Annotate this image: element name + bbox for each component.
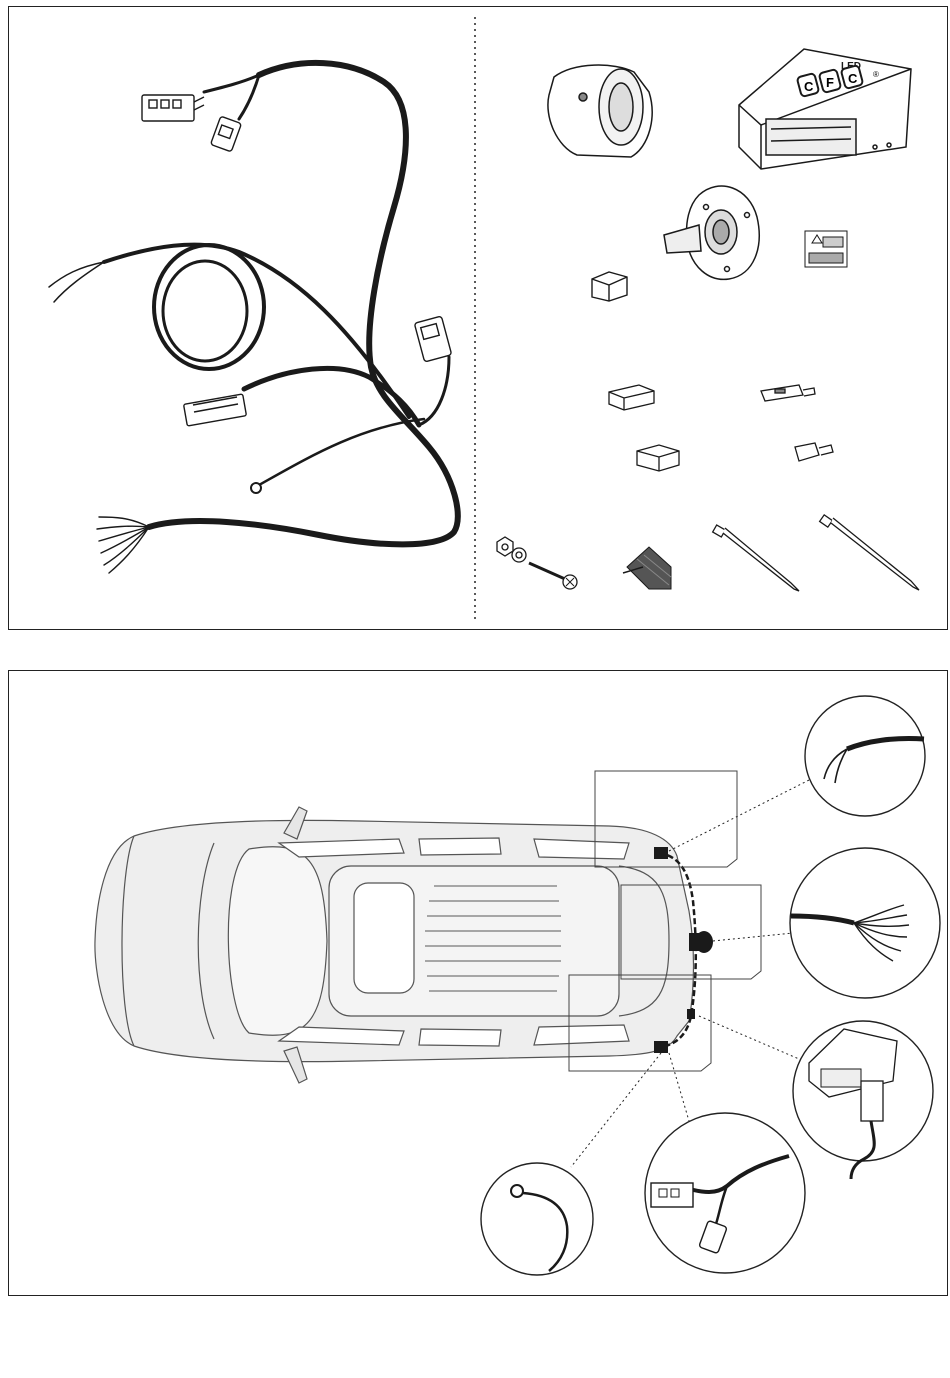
warning-sticker-icon: [805, 231, 847, 267]
module-logo-letter-1: C: [804, 79, 814, 94]
led-control-module-icon: [739, 49, 911, 169]
harness-main: [49, 63, 458, 573]
module-position-marker: [687, 1009, 695, 1019]
module-logo-letter-3: C: [848, 71, 858, 86]
connector-terminal-icon: [761, 385, 815, 401]
callout-socket-wires: [790, 848, 940, 998]
callout-ground-ring: [481, 1163, 593, 1275]
kit-contents-drawing: LED C F C ®: [9, 7, 949, 631]
cable-tie-long-icon: [820, 515, 919, 590]
harness-plug-flat-icon: [142, 95, 204, 121]
car-top-view: [95, 807, 694, 1083]
harness-plug-small-icon: [211, 116, 242, 152]
callout-module: [793, 1021, 933, 1179]
socket-mount-plate-icon: [664, 186, 759, 279]
adhesive-pads-icon: [623, 547, 671, 589]
harness-plug-16pin-icon: [184, 394, 247, 426]
module-logo-letter-2: F: [826, 75, 834, 90]
connector-plug-icon: [637, 445, 679, 471]
connector-flat-icon: [609, 385, 654, 410]
socket-position-icon: [689, 931, 713, 953]
harness-plug-multi-icon: [414, 316, 451, 362]
callout-connector-pair: [645, 1113, 805, 1273]
connector-spade-icon: [795, 443, 833, 461]
installation-drawing: [9, 671, 949, 1297]
bolt-nut-washer-icon: [497, 537, 577, 589]
module-logo-mark: ®: [873, 70, 879, 79]
ground-ring-icon: [251, 483, 261, 493]
callout-cable-ends: [805, 696, 925, 816]
kit-contents-panel: LED C F C ®: [8, 6, 948, 630]
cable-tie-short-icon: [713, 525, 799, 591]
lamp-connector-lower: [654, 1041, 668, 1053]
relay-plug-icon: [592, 272, 627, 301]
installation-panel: [8, 670, 948, 1296]
lamp-connector-upper: [654, 847, 668, 859]
socket-13pin-icon: [548, 65, 652, 157]
